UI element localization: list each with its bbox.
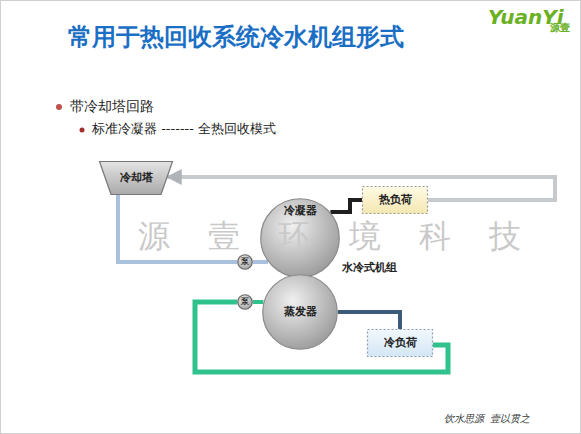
pipe-connector [253,300,263,304]
bullet-text: 带冷却塔回路 [70,98,154,114]
node-text: 冷凝器 [284,205,317,217]
footer-motto: 饮水思源 壹以贯之 [444,413,530,425]
pump-symbol: 泵 [237,254,253,270]
node-shape [100,162,173,195]
node-text: 冷却塔 [120,172,153,184]
pipe-connector [330,200,362,212]
cold-load-box: 冷负荷 [367,329,433,357]
slide-title: 常用于热回收系统冷水机组形式 [68,24,404,52]
bullet-text: 标准冷凝器 ------- 全热回收模式 [92,122,276,137]
bullet-dot [56,104,62,110]
node-text: 泵 [241,258,249,267]
node-text: 热负荷 [379,194,412,206]
evaporator-circle: 蒸发器 [262,274,338,350]
node-shape [263,275,338,350]
pump-symbol: 泵 [237,294,253,310]
node-shape [238,255,253,270]
node-shape [363,187,428,214]
logo-text: 源壹 [550,22,570,34]
cooling-tower: 冷却塔 [99,161,173,195]
node-shape [238,295,253,310]
pipe-connector [338,312,400,329]
heat-load-box: 热负荷 [362,186,428,214]
node-text: 泵 [241,298,249,307]
watermark: 源 壹 环 境 科 技 [138,220,535,252]
node-text: 蒸发器 [284,306,317,318]
unit-label: 水冷式机组 [342,262,397,275]
pipe-connector [167,177,555,200]
node-shape [368,330,433,357]
bullet-dot [80,128,85,133]
node-text: 冷负荷 [384,337,417,349]
pipe-connector [253,260,268,264]
